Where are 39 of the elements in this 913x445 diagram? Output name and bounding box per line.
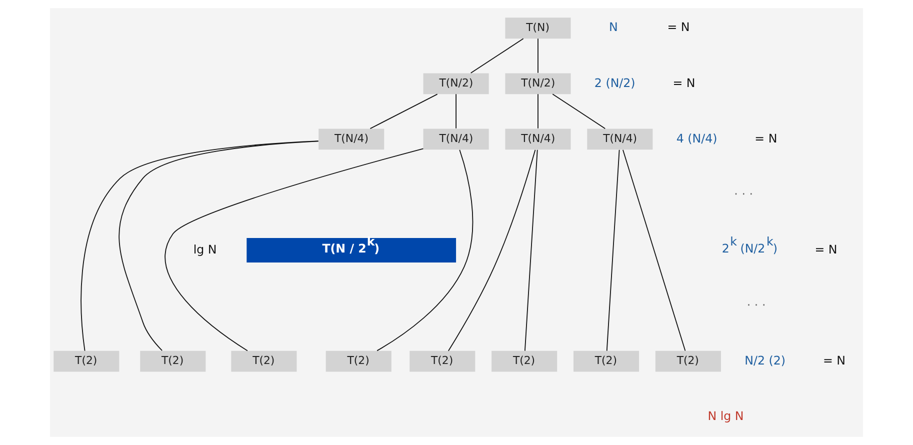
connector <box>118 140 319 352</box>
node-box: T(2) <box>231 350 297 372</box>
node-box: T(N/4) <box>587 128 653 150</box>
label: N lg N <box>708 408 744 423</box>
label: N <box>608 20 618 34</box>
connector <box>552 94 606 130</box>
label: = N <box>667 20 690 34</box>
connector <box>376 149 474 352</box>
node-box: T(2) <box>326 350 392 372</box>
node-box: T(2) <box>410 350 476 372</box>
node-box: T(2) <box>54 350 120 372</box>
node-box: T(N) <box>505 18 571 39</box>
label: N/2 (2) <box>744 353 786 368</box>
label: · · · <box>734 186 753 201</box>
node-box: T(2) <box>492 350 558 372</box>
connector <box>606 149 620 352</box>
label: 2 (N/2) <box>594 76 636 90</box>
label: = N <box>672 76 696 90</box>
connector <box>80 140 319 352</box>
node-box: T(N/2) <box>505 73 571 94</box>
connector <box>622 149 686 352</box>
label: 4 (N/4) <box>676 131 718 146</box>
connector <box>524 149 538 352</box>
node-box: T(2) <box>574 350 640 372</box>
label: = N <box>754 131 778 146</box>
node-box: T(N/4) <box>423 128 489 150</box>
label: lg N <box>193 242 217 256</box>
connector <box>164 148 424 352</box>
connector <box>370 94 438 130</box>
node-box: T(2) <box>140 350 206 372</box>
connector <box>470 38 524 74</box>
connector <box>448 149 536 352</box>
label: · · · <box>746 298 766 312</box>
node-box: T(N/4) <box>505 128 571 150</box>
label: = N <box>814 242 838 256</box>
label: = N <box>822 353 846 368</box>
node-box: T(N/2) <box>423 73 489 94</box>
node-box: T(N/4) <box>318 128 384 150</box>
node-box: T(2) <box>655 350 721 372</box>
